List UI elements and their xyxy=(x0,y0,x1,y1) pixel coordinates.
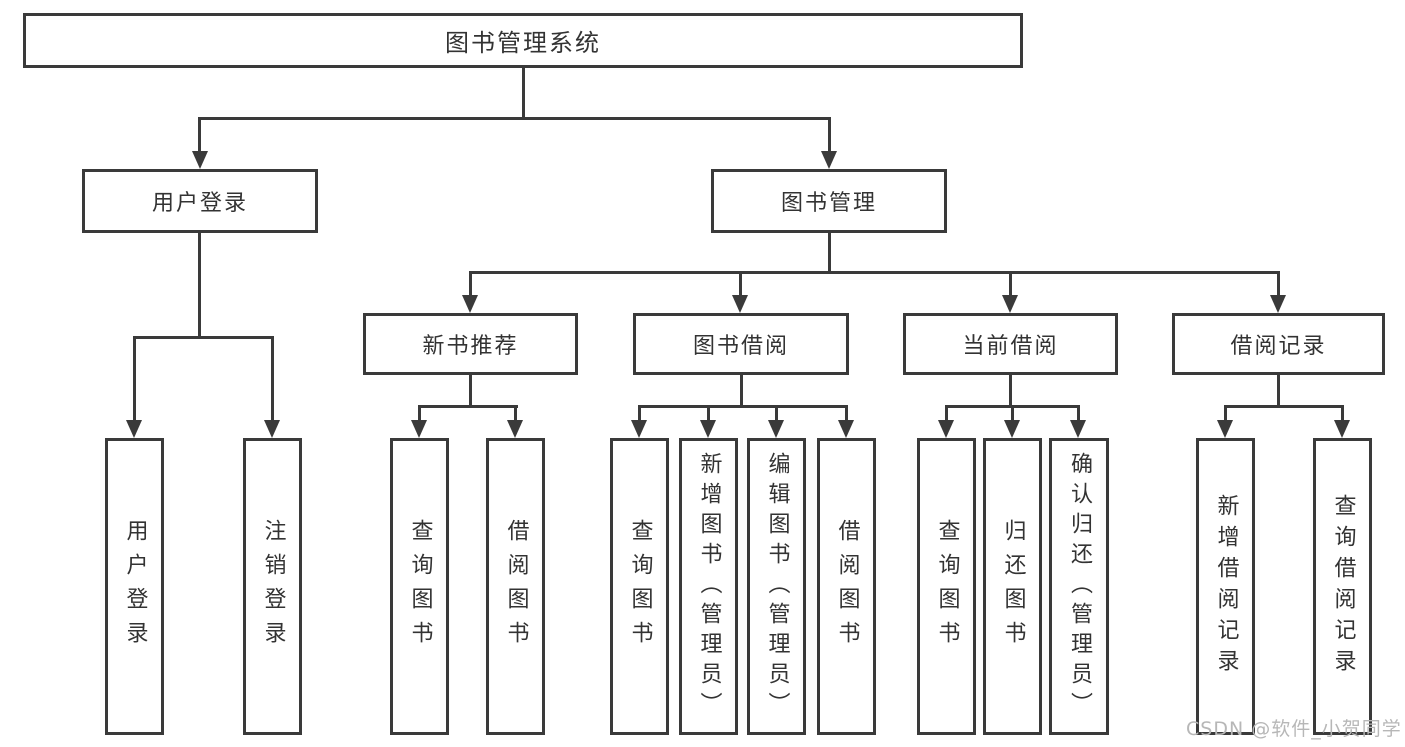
leaf-query-books-recommend: 查询图书 xyxy=(390,438,449,735)
arrow-down-icon xyxy=(126,420,142,438)
arrow-down-icon xyxy=(192,151,208,169)
connector-line xyxy=(418,405,518,408)
connector-line xyxy=(133,336,274,339)
connector-line xyxy=(1011,405,1014,420)
leaf-user-login: 用户登录 xyxy=(105,438,164,735)
leaf-add-book-admin: 新增图书（管理员） xyxy=(679,438,738,735)
leaf-edit-book-admin: 编辑图书（管理员） xyxy=(747,438,806,735)
watermark: CSDN @软件_小贺同学 xyxy=(1186,718,1402,740)
node-new-book-recommend: 新书推荐 xyxy=(363,313,578,375)
leaf-query-books-current: 查询图书 xyxy=(917,438,976,735)
arrow-down-icon xyxy=(700,420,716,438)
connector-line xyxy=(775,405,778,420)
arrow-down-icon xyxy=(768,420,784,438)
arrow-down-icon xyxy=(411,420,427,438)
connector-line xyxy=(198,233,201,339)
connector-line xyxy=(739,271,742,296)
leaf-return-book: 归还图书 xyxy=(983,438,1042,735)
connector-line xyxy=(740,375,743,408)
connector-line xyxy=(638,405,641,420)
leaf-query-borrow-record: 查询借阅记录 xyxy=(1313,438,1372,735)
arrow-down-icon xyxy=(938,420,954,438)
connector-line xyxy=(198,117,201,152)
arrow-down-icon xyxy=(821,151,837,169)
node-current-borrow: 当前借阅 xyxy=(903,313,1118,375)
arrow-down-icon xyxy=(838,420,854,438)
connector-line xyxy=(945,405,948,420)
node-book-borrow: 图书借阅 xyxy=(633,313,849,375)
connector-line xyxy=(1341,405,1344,420)
connector-line xyxy=(469,271,1280,274)
connector-line xyxy=(271,336,274,420)
connector-line xyxy=(514,405,517,420)
connector-line xyxy=(638,405,848,408)
arrow-down-icon xyxy=(1004,420,1020,438)
connector-line xyxy=(133,336,136,420)
arrow-down-icon xyxy=(1070,420,1086,438)
leaf-confirm-return-admin: 确认归还（管理员） xyxy=(1049,438,1109,735)
connector-line xyxy=(199,117,831,120)
arrow-down-icon xyxy=(1002,295,1018,313)
arrow-down-icon xyxy=(732,295,748,313)
leaf-add-borrow-record: 新增借阅记录 xyxy=(1196,438,1255,735)
connector-line xyxy=(707,405,710,420)
arrow-down-icon xyxy=(264,420,280,438)
connector-line xyxy=(1224,405,1227,420)
arrow-down-icon xyxy=(507,420,523,438)
connector-line xyxy=(522,67,525,118)
arrow-down-icon xyxy=(631,420,647,438)
arrow-down-icon xyxy=(1217,420,1233,438)
connector-line xyxy=(1277,271,1280,296)
node-user-login: 用户登录 xyxy=(82,169,318,233)
connector-line xyxy=(469,271,472,296)
connector-line xyxy=(845,405,848,420)
arrow-down-icon xyxy=(462,295,478,313)
connector-line xyxy=(1009,271,1012,296)
connector-line xyxy=(828,117,831,152)
connector-line xyxy=(469,375,472,408)
leaf-borrow-books: 借阅图书 xyxy=(817,438,876,735)
connector-line xyxy=(1077,405,1080,420)
node-root: 图书管理系统 xyxy=(23,13,1023,68)
node-borrow-record: 借阅记录 xyxy=(1172,313,1385,375)
connector-line xyxy=(1009,375,1012,408)
connector-line xyxy=(418,405,421,420)
connector-line xyxy=(1224,405,1343,408)
arrow-down-icon xyxy=(1334,420,1350,438)
leaf-logout: 注销登录 xyxy=(243,438,302,735)
leaf-query-books-borrow: 查询图书 xyxy=(610,438,669,735)
leaf-borrow-books-recommend: 借阅图书 xyxy=(486,438,545,735)
connector-line xyxy=(1277,375,1280,408)
arrow-down-icon xyxy=(1270,295,1286,313)
connector-line xyxy=(828,233,831,274)
node-book-management: 图书管理 xyxy=(711,169,947,233)
